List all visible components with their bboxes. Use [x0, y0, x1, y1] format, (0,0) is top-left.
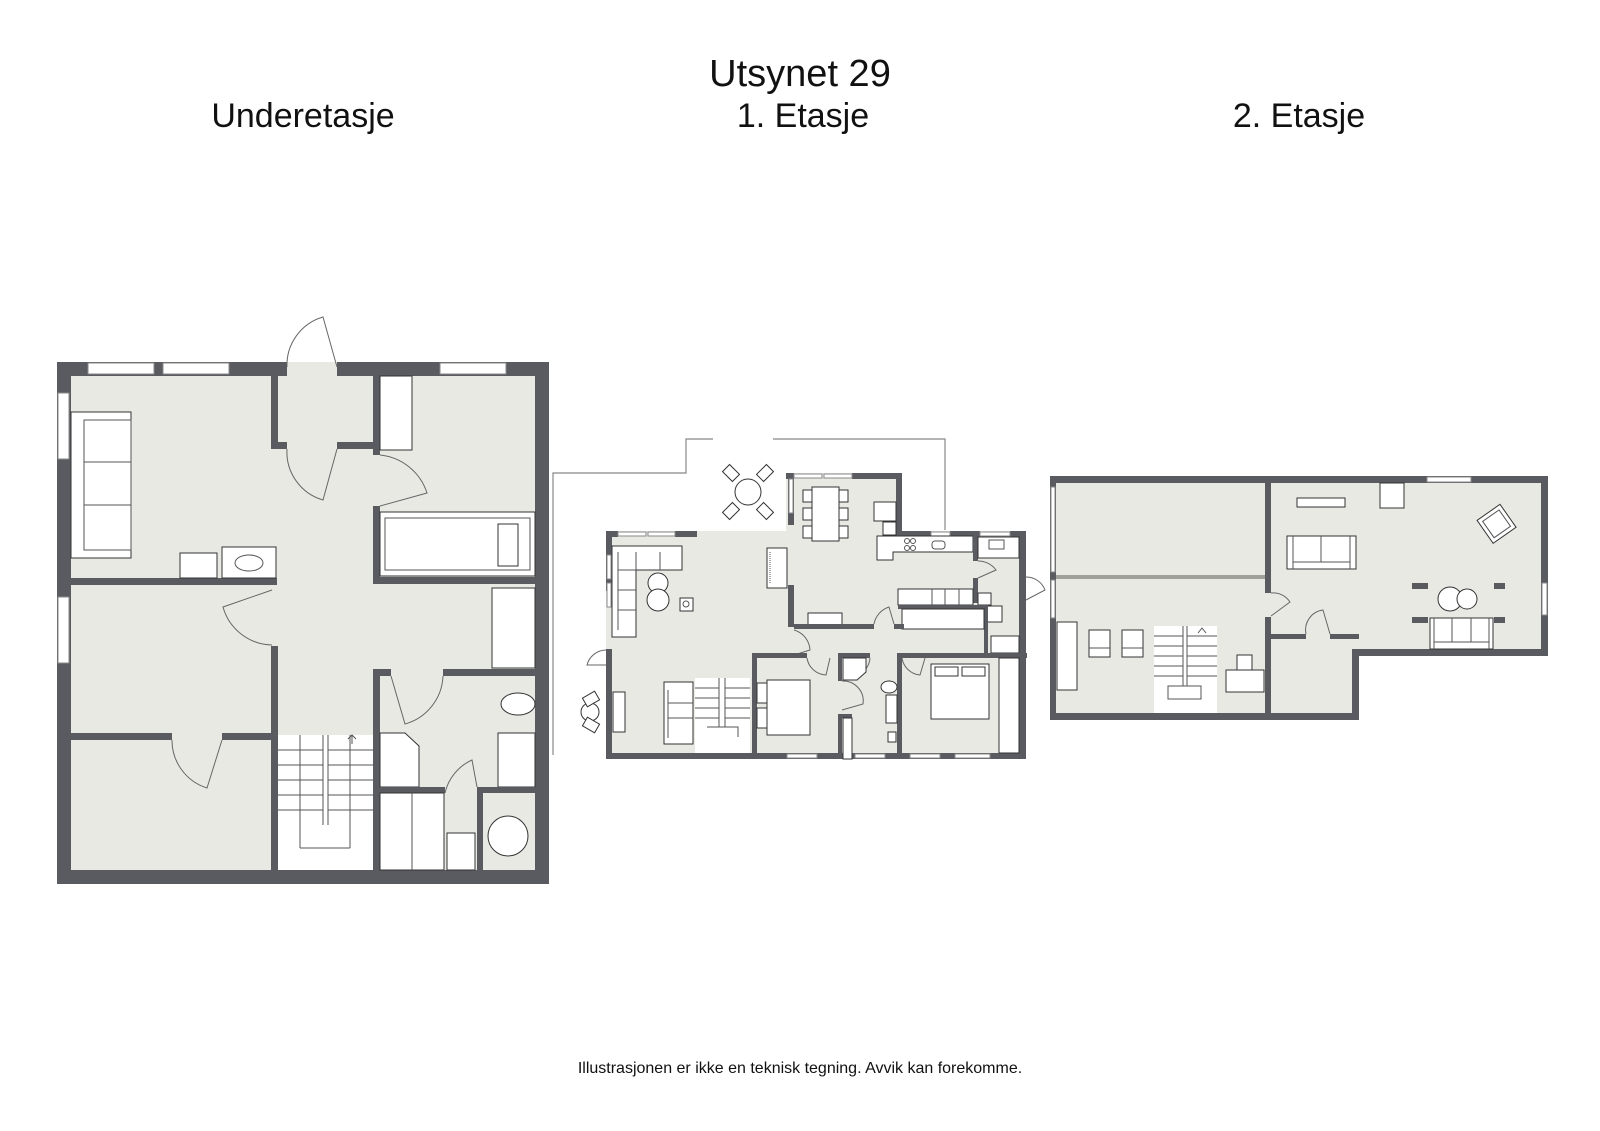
sofa: [663, 681, 694, 745]
entry-door: [286, 316, 338, 368]
water-heater: [487, 815, 529, 857]
shower: [842, 657, 867, 681]
counter: [901, 608, 985, 630]
shelf: [379, 375, 413, 451]
toilet: [500, 692, 536, 716]
floor-label-underetasje: Underetasje: [211, 97, 395, 135]
double-sink: [885, 694, 898, 724]
fireplace: [1379, 482, 1405, 509]
shelf: [1056, 621, 1078, 691]
staircase: [695, 678, 750, 753]
sofa: [1429, 617, 1494, 650]
kitchen-island: [897, 588, 974, 606]
armchair: [1121, 629, 1144, 658]
staircase: [278, 734, 373, 870]
desk: [1225, 669, 1265, 693]
window: [162, 362, 230, 375]
bench: [612, 691, 626, 733]
window: [87, 362, 155, 375]
piano: [766, 547, 788, 589]
sofa: [70, 411, 132, 559]
floor-label-2-etasje: 2. Etasje: [1232, 97, 1366, 135]
armchair: [1476, 503, 1517, 545]
washer: [446, 832, 476, 871]
wardrobe: [491, 587, 536, 669]
armchair: [1088, 629, 1111, 658]
dining-table: [811, 486, 840, 542]
floorplan-1-etasje: [552, 438, 1046, 760]
terrace-outline: [552, 438, 713, 755]
desk-chair: [1236, 654, 1253, 671]
washbasin-counter: [221, 546, 277, 579]
staircase: [1154, 626, 1217, 713]
wardrobe: [998, 657, 1020, 754]
cabinet: [179, 552, 218, 579]
floor-label-1-etasje: 1. Etasje: [736, 97, 870, 135]
toilet: [880, 680, 898, 694]
sink: [497, 732, 536, 788]
floorplan-2-etasje: [1050, 476, 1548, 720]
fridge: [873, 501, 897, 522]
window: [57, 392, 70, 460]
outdoor-chairs: [580, 690, 601, 734]
patio-table: [721, 463, 775, 521]
window: [57, 596, 70, 664]
plan-title: Utsynet 29: [709, 53, 891, 95]
tv-bench: [1296, 497, 1346, 508]
shower: [379, 732, 420, 788]
double-bed: [766, 679, 811, 736]
window: [439, 362, 507, 375]
disclaimer-text: Illustrasjonen er ikke en teknisk tegnin…: [577, 1060, 1023, 1077]
floorplan-underetasje: [57, 316, 549, 884]
utility-sink: [977, 536, 1020, 559]
